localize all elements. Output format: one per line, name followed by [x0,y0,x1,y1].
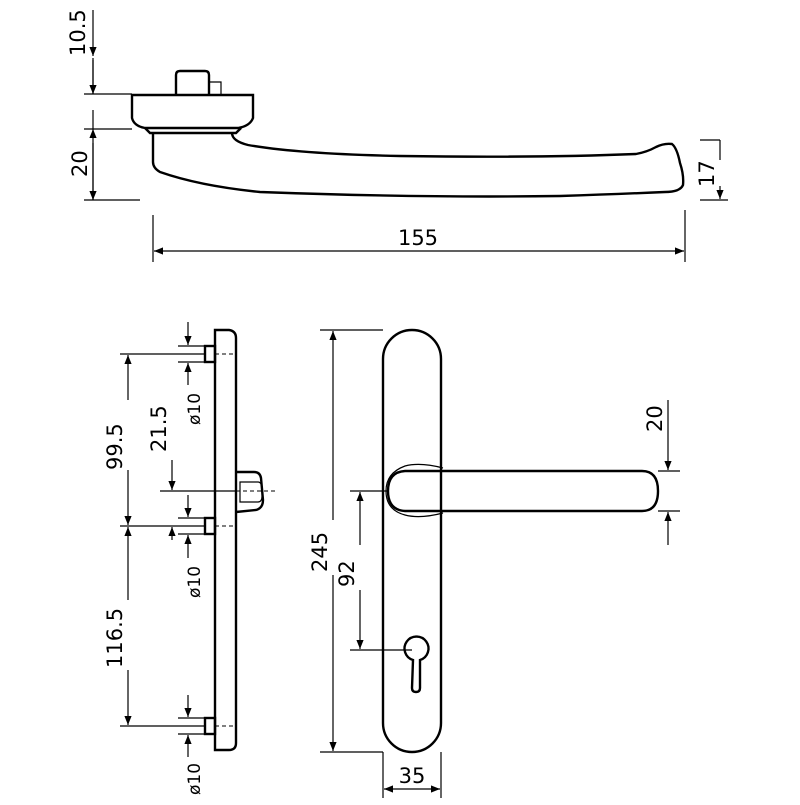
dim-fixing-bottom: 116.5 [103,608,127,668]
dim-hole-mid: ø10 [185,566,205,598]
dim-hole-bottom: ø10 [185,763,205,795]
fixing-boss-top [203,344,217,364]
dim-spindle-offset: 21.5 [147,405,171,452]
fixing-boss-bottom [203,716,217,736]
fixing-boss-middle [203,516,217,536]
lever-arm [151,132,685,198]
dim-lever-width: 20 [643,405,667,432]
dim-plate-height: 245 [308,532,332,572]
spindle-knob-step [209,81,222,95]
spindle-knob [174,69,211,95]
backplate-side-view: 99.5 21.5 116.5 ø10 ø10 ø10 [103,322,275,795]
dim-fixing-top: 99.5 [103,423,127,470]
lever-side-view: 10.5 20 17 155 [66,9,728,262]
front-view: 245 92 20 35 [308,328,680,798]
dim-lever-length: 155 [398,226,438,250]
dim-side-top-height: 10.5 [66,9,90,56]
dim-plate-width: 35 [399,764,426,788]
dim-centre-distance: 92 [335,560,359,587]
keyhole [403,635,430,694]
rose-body [130,93,255,130]
lever-front [386,469,660,513]
rose-base [144,127,242,135]
backplate-front [381,328,443,754]
dim-hole-top: ø10 [185,393,205,425]
spindle-knob-inner [239,481,263,503]
dim-lever-end-height: 17 [695,160,719,187]
plate-profile [213,328,238,752]
dim-side-rose-height: 20 [68,150,92,177]
